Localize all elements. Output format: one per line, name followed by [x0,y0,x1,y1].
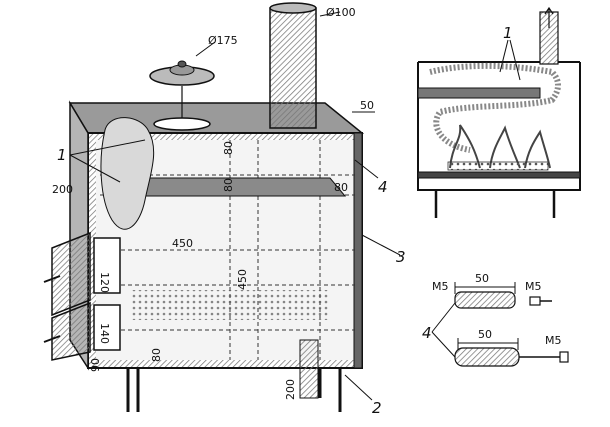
door-label-120: 120 [98,272,111,293]
detail-spacer-upper [454,291,516,309]
flames [449,124,551,169]
label-200-bottom: 200 [284,379,297,400]
detail-spacer-lower [454,347,520,367]
detail-bolt-upper [529,296,552,306]
door-label-140: 140 [98,323,111,344]
top-opening [153,117,211,131]
firewood [447,161,549,171]
support-tube [299,339,319,399]
detail-callout-4: 4 [422,324,432,342]
callout-3: 3 [396,248,406,266]
detail-bolt-lower-label: M5 [545,334,562,347]
lower-door [51,301,91,361]
callout-1: 1 [57,146,67,164]
label-450-height: 450 [236,269,249,290]
door-hinges [43,275,61,343]
label-top-offset: 50 [360,99,374,112]
leader-lines [69,11,401,401]
lid [149,41,216,118]
detail-bolt-left: M5 [432,280,449,293]
section-upper-baffle [417,87,541,99]
detail-length-lower: 50 [478,328,492,341]
section-view: 1 [417,6,581,218]
label-450-width: 450 [172,237,193,250]
upper-door [51,231,91,317]
label-80-vertical-a: 80 [222,141,235,155]
grate [130,290,330,320]
callout-2: 2 [372,399,382,417]
label-80-right: 80 [334,181,348,194]
chimney-pipe [269,2,317,129]
bolt-detail: 50 M5 M5 50 M5 4 [422,272,569,367]
smoke-path [429,62,561,153]
detail-bolt-right: M5 [525,280,542,293]
detail-bolt-lower [519,351,569,363]
section-callout-1: 1 [503,24,513,42]
detail-length-upper: 50 [475,272,489,285]
section-bottom-plate [417,171,581,179]
label-80-vertical-b: 80 [222,178,235,192]
label-200-left: 200 [52,183,73,196]
front-doors: 120 140 [43,231,121,361]
label-80-bottom: 80 [150,348,163,362]
callout-4: 4 [378,178,388,196]
stove-legs [126,368,342,412]
label-90: 90 [89,358,102,372]
flame-zone [100,117,155,230]
label-lid-diameter: Ø175 [208,34,238,47]
label-pipe-diameter: Ø100 [326,6,356,19]
